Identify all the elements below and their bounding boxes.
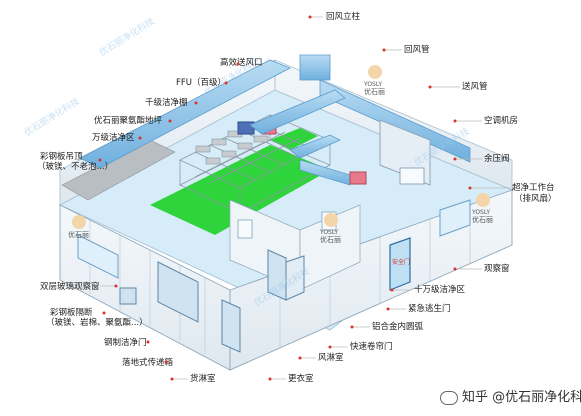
chat-bubble-icon [440, 390, 458, 405]
label-10000-class-area: 万级洁净区 [92, 133, 135, 143]
label-1000-class-booth: 千级洁净棚 [145, 98, 188, 108]
label-steel-partition: 彩钢板隔断 [50, 308, 93, 318]
footer-text: 知乎 @优石丽净化科技 [462, 390, 581, 405]
observation-window [439, 199, 471, 237]
logo-name-4: 优石丽 [68, 231, 89, 239]
label-pu-floor: 优石丽聚氨酯地坪 [94, 116, 163, 126]
logo-name-3: 优石丽 [472, 216, 493, 224]
double-glass-window [77, 234, 119, 279]
label-double-glass-window: 双层玻璃观察窗 [40, 282, 100, 292]
label-steel-partition-materials: （玻镁、岩棉、聚氨酯...） [46, 318, 148, 328]
label-return-air-column: 回风立柱 [326, 12, 361, 22]
label-air-shower: 风淋室 [318, 353, 344, 363]
logo-name-2: 优石丽 [320, 236, 341, 244]
label-hepa-outlet: 高效送风口 [220, 58, 263, 68]
label-steel-clean-door: 钢制洁净门 [104, 338, 147, 348]
label-aluminum-cove: 铝合金内圆弧 [372, 322, 424, 332]
label-100000-class-area: 十万级洁净区 [414, 285, 466, 295]
label-emergency-door: 紧急逃生门 [408, 304, 451, 314]
label-steel-ceiling-materials: （玻镁、不老泡...） [37, 162, 114, 172]
logo-brand-3: YOSLY [472, 209, 491, 216]
air-ducts [79, 54, 471, 186]
label-rolling-door: 快速卷帘门 [350, 342, 393, 352]
label-relief-valve: 余压阀 [484, 154, 510, 164]
label-return-air-duct: 回风管 [404, 45, 430, 55]
emergency-door [389, 237, 411, 291]
label-changing-room: 更衣室 [288, 374, 314, 384]
ffu-box [237, 121, 255, 135]
label-exhaust-fan: （排风扇） [514, 194, 557, 204]
label-clean-bench: 超净工作台 [512, 183, 555, 193]
logo-brand-2: YOSLY [320, 229, 339, 236]
logo-marks [72, 65, 490, 229]
clean-bench [399, 167, 425, 185]
pass-box [119, 287, 137, 305]
relief-valve [349, 171, 367, 185]
steel-clean-door [157, 261, 199, 323]
label-ac-room: 空调机房 [484, 116, 519, 126]
label-ffu: FFU（百级） [176, 78, 227, 88]
label-steel-ceiling: 彩钢板吊顶 [40, 152, 83, 162]
label-cargo-shower: 货淋室 [190, 374, 216, 384]
footer-watermark: 知乎 @优石丽净化科技 [440, 386, 581, 405]
clean-booth-frame [179, 114, 331, 214]
emergency-door-sign: 安全门 [392, 259, 411, 266]
rolling-door [285, 255, 305, 301]
logo-brand-1: YOSLY [364, 81, 383, 88]
label-supply-duct: 送风管 [462, 82, 488, 92]
logo-name-1: 优石丽 [364, 88, 385, 96]
label-observation-window: 观察窗 [484, 264, 510, 274]
cargo-shower [221, 299, 241, 353]
label-pass-box: 落地式传递箱 [122, 358, 174, 368]
